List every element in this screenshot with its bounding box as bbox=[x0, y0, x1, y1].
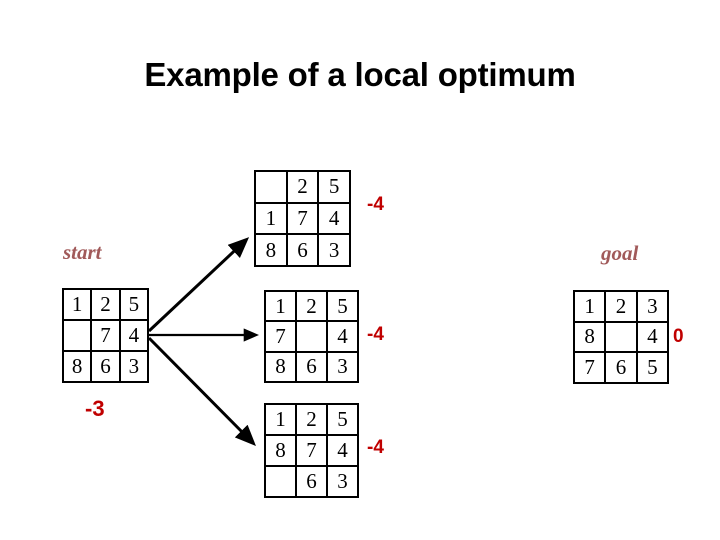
puzzle-cell: 1 bbox=[266, 405, 295, 434]
puzzle-cell: 5 bbox=[120, 290, 147, 319]
puzzle-cell: 8 bbox=[575, 322, 605, 352]
arrow-to-up bbox=[147, 237, 250, 333]
puzzle-cell: 3 bbox=[328, 467, 357, 496]
puzzle-cell: 4 bbox=[319, 203, 349, 234]
puzzle-cell: 4 bbox=[328, 436, 357, 465]
puzzle-cell: 3 bbox=[319, 235, 349, 265]
puzzle-cell: 2 bbox=[92, 290, 119, 319]
puzzle-cell: 6 bbox=[297, 352, 326, 381]
score-label-successor-up: -4 bbox=[367, 194, 384, 215]
page-title: Example of a local optimum bbox=[144, 56, 576, 93]
puzzle-cell bbox=[606, 322, 636, 352]
start-caption: start bbox=[63, 240, 102, 264]
puzzle-cell: 8 bbox=[64, 352, 91, 381]
puzzle-cell: 3 bbox=[120, 352, 147, 381]
puzzle-cell bbox=[64, 321, 91, 350]
puzzle-cell: 3 bbox=[328, 352, 357, 381]
puzzle-cell: 7 bbox=[287, 203, 318, 234]
puzzle-cell: 8 bbox=[266, 352, 295, 381]
score-label-successor-down: -4 bbox=[367, 437, 384, 458]
puzzle-cell: 7 bbox=[92, 321, 119, 350]
puzzle-cell: 7 bbox=[266, 322, 295, 351]
puzzle-cell: 1 bbox=[64, 290, 91, 319]
puzzle-cell: 4 bbox=[328, 322, 357, 351]
puzzle-cell: 1 bbox=[266, 292, 295, 321]
score-label-successor-right: -4 bbox=[367, 324, 384, 345]
puzzle-grid-successor-down: 1 2 5 8 7 4 6 3 bbox=[264, 403, 359, 498]
puzzle-cell: 8 bbox=[266, 436, 295, 465]
puzzle-grid-start: 1 2 5 7 4 8 6 3 bbox=[62, 288, 149, 383]
arrow-to-down bbox=[147, 336, 256, 446]
puzzle-cell: 4 bbox=[637, 322, 667, 352]
puzzle-cell: 2 bbox=[297, 292, 326, 321]
score-label-start: -3 bbox=[85, 396, 105, 421]
puzzle-cell bbox=[297, 322, 326, 351]
puzzle-cell: 6 bbox=[92, 352, 119, 381]
puzzle-cell: 2 bbox=[297, 405, 326, 434]
puzzle-grid-successor-right: 1 2 5 7 4 8 6 3 bbox=[264, 290, 359, 383]
puzzle-cell bbox=[256, 172, 286, 202]
puzzle-grid-successor-up: 2 5 1 7 4 8 6 3 bbox=[254, 170, 351, 267]
puzzle-cell: 3 bbox=[637, 292, 667, 321]
puzzle-cell: 1 bbox=[256, 203, 286, 234]
puzzle-grid-goal: 1 2 3 8 4 7 6 5 bbox=[573, 290, 669, 384]
puzzle-cell bbox=[266, 467, 295, 496]
puzzle-cell: 2 bbox=[606, 292, 636, 321]
puzzle-cell: 5 bbox=[328, 405, 357, 434]
puzzle-cell: 5 bbox=[319, 172, 349, 202]
puzzle-cell: 7 bbox=[575, 353, 605, 382]
goal-caption: goal bbox=[601, 241, 639, 265]
puzzle-cell: 5 bbox=[328, 292, 357, 321]
puzzle-cell: 4 bbox=[120, 321, 147, 350]
score-label-goal: 0 bbox=[673, 326, 684, 347]
puzzle-cell: 6 bbox=[297, 467, 326, 496]
puzzle-cell: 7 bbox=[297, 436, 326, 465]
puzzle-cell: 2 bbox=[287, 172, 318, 202]
puzzle-cell: 5 bbox=[637, 353, 667, 382]
puzzle-cell: 8 bbox=[256, 235, 286, 265]
puzzle-cell: 1 bbox=[575, 292, 605, 321]
puzzle-cell: 6 bbox=[606, 353, 636, 382]
puzzle-cell: 6 bbox=[287, 235, 318, 265]
